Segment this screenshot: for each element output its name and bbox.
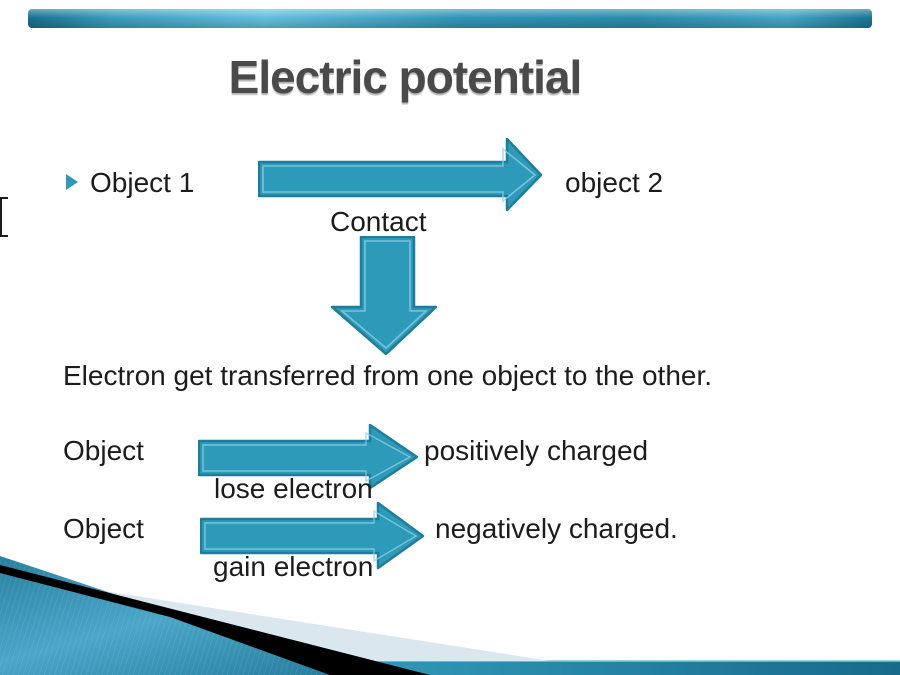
contact-label: Contact bbox=[330, 206, 427, 237]
slide-title: Electric potential bbox=[228, 51, 583, 103]
bullet-triangle-icon bbox=[66, 174, 78, 190]
object1-label: Object 1 bbox=[90, 167, 195, 198]
black-stripe bbox=[0, 565, 430, 675]
right-arrow-icon bbox=[258, 137, 543, 212]
explanation-paragraph: Electron get transferred from one object… bbox=[63, 360, 713, 391]
object2-label: object 2 bbox=[565, 167, 664, 198]
right-arrow-icon bbox=[198, 423, 419, 490]
row-negative-object-label: Object bbox=[63, 513, 144, 544]
top-accent-bar bbox=[28, 9, 872, 28]
down-arrow-icon bbox=[330, 236, 438, 356]
lose-electron-label: lose electron bbox=[214, 473, 373, 504]
gain-electron-label: gain electron bbox=[213, 551, 374, 582]
row-positive-object-label: Object bbox=[63, 435, 144, 466]
row-positive-result-label: positively charged bbox=[424, 435, 649, 466]
row-negative-result-label: negatively charged. bbox=[435, 513, 678, 544]
stray-bracket-mark bbox=[0, 197, 8, 237]
right-arrow-icon bbox=[200, 501, 425, 570]
bottom-theme-decoration bbox=[0, 556, 900, 675]
